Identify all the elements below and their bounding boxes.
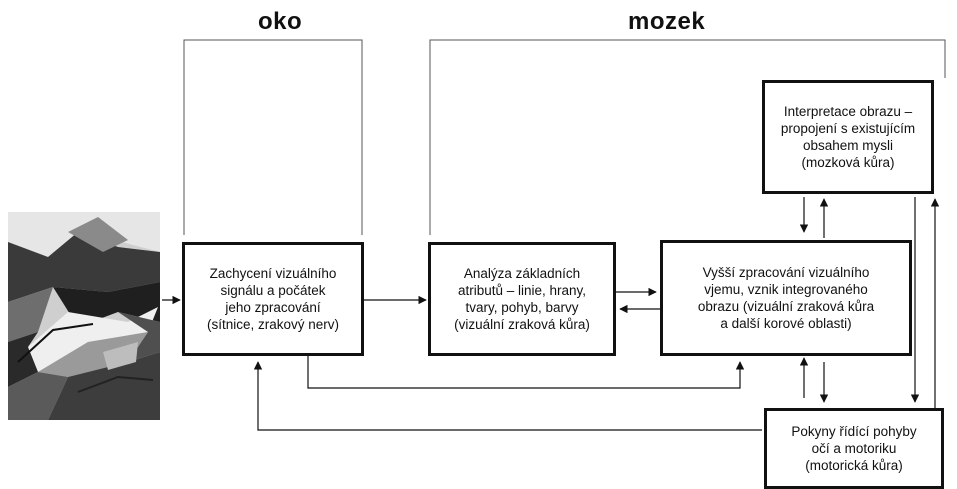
box-motor-commands: Pokyny řídící pohyby očí a motoriku (mot… <box>764 408 944 489</box>
box-image-interpretation: Interpretace obrazu – propojení s existu… <box>762 80 934 194</box>
heading-brain: mozek <box>628 8 706 35</box>
cubist-painting-image <box>8 212 160 420</box>
box-higher-visual-processing: Vyšší zpracování vizuálního vjemu, vznik… <box>660 240 912 356</box>
box-higher-visual-processing-text: Vyšší zpracování vizuálního vjemu, vznik… <box>697 265 875 331</box>
box-image-interpretation-text: Interpretace obrazu – propojení s existu… <box>780 104 916 170</box>
eye-region-bracket <box>183 39 363 235</box>
box-basic-attribute-analysis-text: Analýza základních atributů – linie, hra… <box>454 266 590 332</box>
arrow-capture-to-higher <box>307 356 745 389</box>
heading-eye: oko <box>258 8 303 35</box>
box-signal-capture: Zachycení vizuálního signálu a počátek j… <box>182 242 364 356</box>
box-motor-commands-text: Pokyny řídící pohyby očí a motoriku (mot… <box>791 424 917 473</box>
brain-region-bracket <box>429 39 946 235</box>
arrow-motor-to-capture <box>253 361 762 431</box>
box-signal-capture-text: Zachycení vizuálního signálu a počátek j… <box>206 266 340 332</box>
box-basic-attribute-analysis: Analýza základních atributů – linie, hra… <box>428 242 616 356</box>
